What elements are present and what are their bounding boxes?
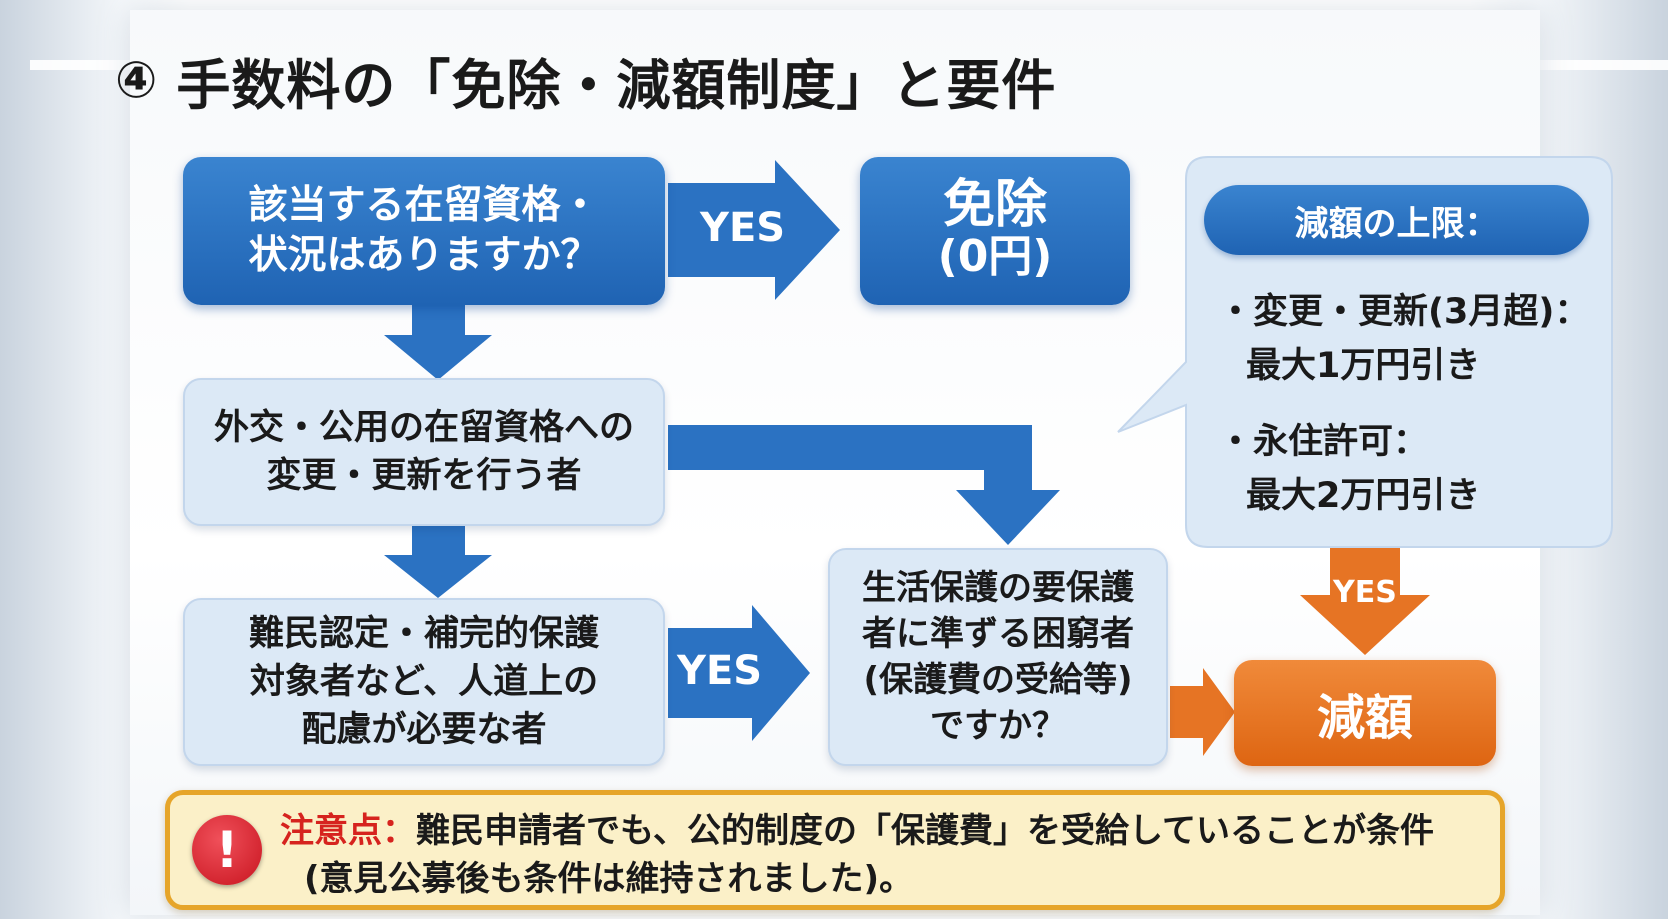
arrow-callout-to-reduce: [1300, 545, 1430, 655]
welfare-line-3: (保護費の受給等): [863, 660, 1133, 700]
caution-note: ! 注意点：難民申請者でも、公的制度の「保護費」を受給していることが条件 (意見…: [165, 790, 1505, 910]
exempt-label: 免除: [942, 175, 1047, 235]
caution-line-1: 難民申請者でも、公的制度の「保護費」を受給していることが条件: [416, 811, 1434, 851]
refugee-line-3: 配慮が必要な者: [301, 710, 547, 750]
welfare-line-4: ですか？: [930, 706, 1066, 746]
arrow-diplomatic-to-welfare: [668, 425, 1060, 545]
callout-item-renewal-label: ・変更・更新(3月超)：: [1218, 292, 1590, 332]
callout-item-permanent-label: ・永住許可：: [1218, 422, 1429, 462]
question-line-1: 該当する在留資格・: [248, 183, 600, 228]
arrow-q1-to-exempt: [668, 160, 840, 300]
callout-title: 減額の上限：: [1204, 185, 1589, 255]
caution-label: 注意点：: [280, 811, 416, 851]
arrow-q1-down: [384, 305, 492, 380]
caution-line-2: (意見公募後も条件は維持されました)。: [304, 859, 914, 899]
arrow-refugee-to-welfare: [668, 605, 810, 741]
welfare-line-1: 生活保護の要保護: [862, 568, 1134, 608]
refugee-line-1: 難民認定・補完的保護: [248, 614, 599, 654]
diplomatic-box: 外交・公用の在留資格への 変更・更新を行う者: [183, 378, 665, 526]
refugee-line-2: 対象者など、人道上の: [249, 662, 599, 702]
reduce-box: 減額: [1234, 660, 1496, 766]
exempt-box: 免除 (0円): [860, 157, 1130, 305]
exclamation-icon: !: [192, 815, 262, 885]
yes-label-q1: YES: [700, 205, 786, 251]
exempt-amount: (0円): [937, 231, 1053, 282]
yes-label-callout: YES: [1333, 575, 1397, 610]
question-line-2: 状況はありますか？: [248, 233, 600, 278]
wall-light-strip: [30, 60, 210, 70]
slide-title: ④ 手数料の「免除・減額制度」と要件: [115, 40, 1056, 120]
callout-item-permanent: ・永住許可： 最大2万円引き: [1218, 415, 1480, 523]
callout-item-renewal-detail: 最大1万円引き: [1246, 346, 1481, 386]
title-text: 手数料の「免除・減額制度」と要件: [176, 53, 1057, 117]
arrow-welfare-to-reduce: [1170, 668, 1235, 756]
arrow-diplomatic-down: [384, 522, 492, 598]
callout-item-permanent-detail: 最大2万円引き: [1246, 476, 1481, 516]
callout-item-renewal: ・変更・更新(3月超)： 最大1万円引き: [1218, 285, 1589, 393]
welfare-box: 生活保護の要保護 者に準ずる困窮者 (保護費の受給等) ですか？: [828, 548, 1168, 766]
welfare-line-2: 者に準ずる困窮者: [862, 614, 1134, 654]
diplomatic-line-2: 変更・更新を行う者: [266, 456, 582, 496]
question-status-box: 該当する在留資格・ 状況はありますか？: [183, 157, 665, 305]
diplomatic-line-1: 外交・公用の在留資格への: [213, 408, 634, 448]
caution-text: 注意点：難民申請者でも、公的制度の「保護費」を受給していることが条件 (意見公募…: [280, 807, 1434, 903]
reduce-label: 減額: [1316, 690, 1413, 746]
refugee-box: 難民認定・補完的保護 対象者など、人道上の 配慮が必要な者: [183, 598, 665, 766]
wall-light-strip: [1490, 60, 1668, 70]
yes-label-refugee: YES: [677, 648, 763, 694]
title-number: ④: [115, 51, 159, 109]
